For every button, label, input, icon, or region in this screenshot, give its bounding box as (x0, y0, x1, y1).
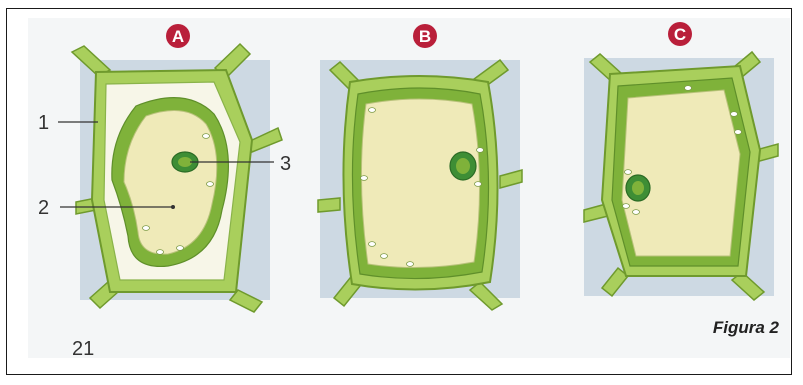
badge-a-letter: A (172, 27, 184, 46)
panel-b-nucleolus (456, 158, 470, 174)
page-number: 21 (72, 338, 94, 360)
panel-c-nucleolus (632, 181, 644, 195)
badge-c-letter: C (674, 25, 686, 44)
panel-b: B (318, 24, 522, 310)
label-2: 2 (38, 197, 49, 219)
panel-a: 1 2 3 A (38, 24, 291, 312)
label-2-dot (171, 205, 175, 209)
figure-caption: Figura 2 (713, 318, 779, 338)
badge-b-letter: B (419, 27, 431, 46)
panel-c: C (584, 22, 778, 300)
label-1: 1 (38, 112, 49, 134)
panel-a-nucleolus (178, 157, 192, 167)
panel-c-vacuole (622, 90, 740, 256)
panel-b-vacuole (361, 99, 479, 268)
label-3: 3 (280, 153, 291, 175)
